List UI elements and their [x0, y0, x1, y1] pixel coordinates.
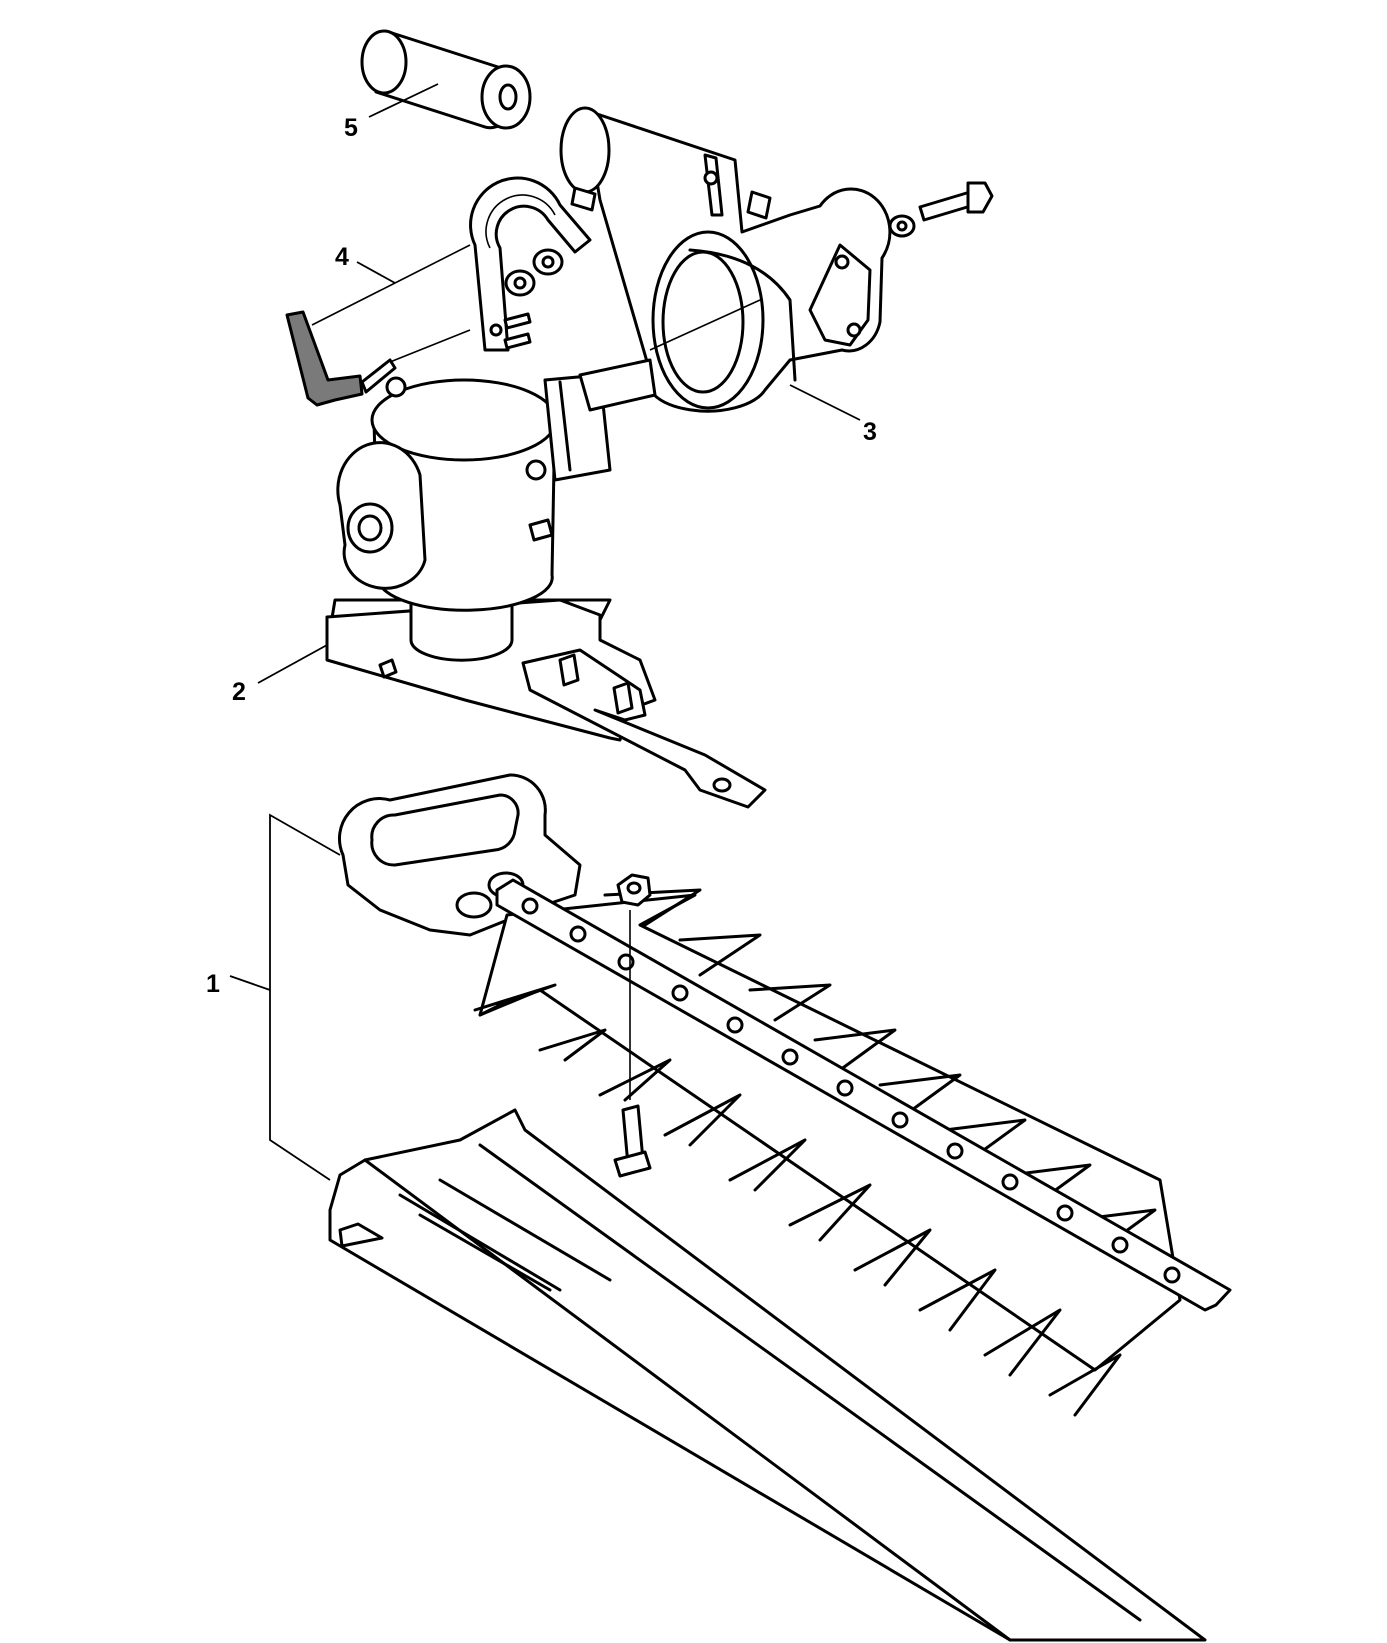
part-2-gearbox[interactable]	[325, 358, 657, 742]
callout-5: 5	[344, 114, 358, 142]
callout-4: 4	[335, 243, 349, 271]
leader-line-4	[356, 261, 396, 284]
leader-line-5	[368, 83, 439, 118]
part-4-bracket[interactable]	[469, 176, 592, 352]
part-3-clamp-housing[interactable]	[559, 106, 892, 413]
callout-3: 3	[863, 418, 877, 446]
part-4-washers[interactable]	[504, 248, 564, 297]
bracket-arm-4	[394, 244, 471, 284]
part-1-blade-guard[interactable]	[328, 1108, 1207, 1642]
part-1-screw[interactable]	[613, 1104, 652, 1178]
part-3-bolt[interactable]	[888, 181, 994, 238]
leader-line-3	[789, 384, 861, 421]
bracket-arm-4b	[311, 282, 396, 326]
part-1-nut[interactable]	[616, 873, 652, 907]
part-1-rivet-bar[interactable]	[495, 878, 1232, 1312]
part-4-clamp-lever[interactable]	[285, 310, 397, 407]
assembly-axis-line-housing	[649, 299, 761, 351]
part-1-blade-teeth[interactable]	[473, 888, 1182, 1417]
bracket-line-1	[269, 813, 341, 1181]
part-2-connecting-bar[interactable]	[521, 648, 767, 809]
part-4-screws[interactable]	[503, 312, 532, 350]
leader-line-1	[229, 975, 271, 991]
part-5-sleeve[interactable]	[360, 29, 532, 130]
assembly-axis-line-lever	[389, 329, 471, 363]
callout-2: 2	[232, 678, 246, 706]
callout-1: 1	[206, 970, 220, 998]
leader-line-2	[257, 644, 328, 684]
